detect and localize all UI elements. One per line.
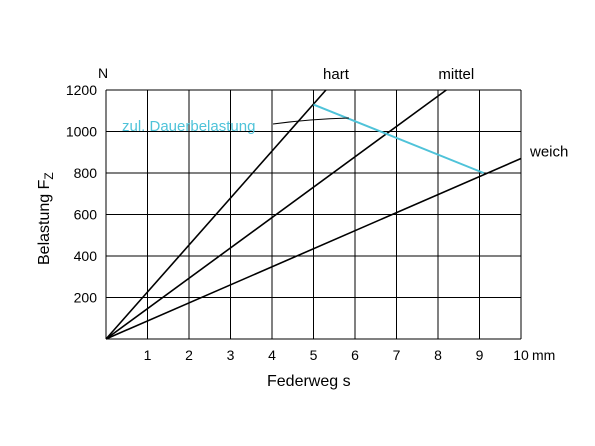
series-line-mittel	[105, 89, 447, 340]
x-axis-unit: mm	[532, 347, 555, 363]
x-tick-label: 7	[393, 347, 401, 363]
annotation-group: zul. Dauerbelastung	[122, 103, 485, 174]
series-label-hart: hart	[323, 66, 350, 83]
annotation-leader	[272, 117, 350, 125]
series-label-mittel: mittel	[438, 66, 474, 83]
grid	[105, 89, 522, 340]
x-tick-label: 8	[434, 347, 442, 363]
y-axis-title: Belastung FZ	[36, 172, 56, 265]
x-tick-label: 5	[310, 347, 318, 363]
x-tick-label: 4	[268, 347, 276, 363]
series-label-weich: weich	[529, 143, 568, 160]
y-tick-label: 1200	[66, 82, 97, 98]
y-tick-label: 400	[74, 248, 98, 264]
y-tick-labels: 200 400 600 800 1000 1200	[66, 82, 97, 306]
x-tick-label: 6	[351, 347, 359, 363]
series-line-weich	[105, 157, 522, 340]
y-tick-label: 600	[74, 207, 98, 223]
x-tick-label: 9	[476, 347, 484, 363]
x-axis-title: Federweg s	[267, 373, 351, 390]
annotation-label: zul. Dauerbelastung	[122, 118, 255, 135]
x-tick-labels: 1 2 3 4 5 6 7 8 9 10	[144, 347, 529, 363]
series-lines: hart mittel weich	[105, 66, 568, 340]
annotation-curve	[313, 103, 485, 174]
y-tick-label: 200	[74, 290, 98, 306]
series-line-hart	[105, 89, 327, 340]
x-tick-label: 2	[185, 347, 193, 363]
y-axis-title-subscript: Z	[42, 172, 56, 179]
x-tick-label: 3	[227, 347, 235, 363]
y-tick-label: 800	[74, 165, 98, 181]
y-axis-unit: N	[98, 65, 108, 81]
x-tick-label: 1	[144, 347, 152, 363]
y-tick-label: 1000	[66, 124, 97, 140]
svg-text:Belastung FZ: Belastung FZ	[36, 172, 56, 265]
y-axis-title-main: Belastung F	[36, 179, 53, 265]
x-tick-label: 10	[513, 347, 529, 363]
